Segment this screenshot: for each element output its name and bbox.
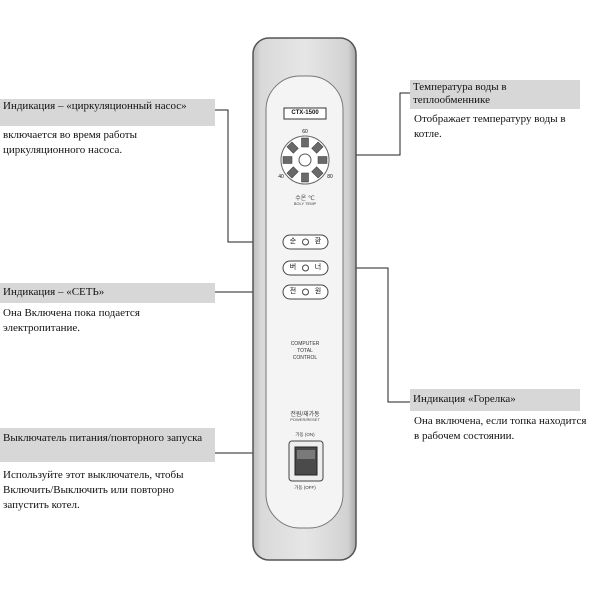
pump-indicator-label-right: 환 [314,238,322,245]
power-indicator-label-right: 원 [314,288,322,295]
temp-label-en: BOLY TEMP [293,201,317,206]
water-temp-callout-desc: Отображает температуру воды в котле. [414,113,566,140]
computer-total-control-label: COMPUTER TOTAL CONTROL [280,341,330,362]
power-indicator-callout-title: Индикация – «СЕТЬ» [0,283,215,303]
dial-label-left: 40 [278,174,284,180]
burner-callout-title: Индикация «Горелка» [410,389,580,411]
switch-on-label: 가동 (ON) [295,432,315,437]
switch-callout-desc: Используйте этот выключатель, чтобы Вклю… [3,469,184,511]
burner-indicator-label-left: 버 [289,264,297,271]
burner-indicator-label-right: 너 [314,264,322,271]
power-reset-label-en: POWER/RESET [290,417,320,422]
center-line-2: TOTAL [297,348,313,354]
panel-face [265,75,344,529]
switch-callout-title: Выключатель питания/повторного запуска [0,428,215,462]
power-indicator-label-left: 전 [289,288,297,295]
temp-leader [325,92,410,156]
dial-label-right: 80 [327,174,333,180]
center-line-1: COMPUTER [290,341,320,347]
power-indicator-callout-desc: Она Включена пока подается электропитани… [3,307,140,334]
pump-indicator-label-left: 순 [289,238,297,245]
pump-callout-desc: включается во время работы циркуляционно… [3,129,138,156]
model-label-box [283,107,327,120]
switch-off-label: 가동 (OFF) [294,485,316,490]
water-temp-callout-title: Температура воды в теплообменнике [410,80,580,109]
temp-label: 수온 ℃ [295,196,315,202]
model-label: CTX-1500 [291,110,319,116]
center-line-3: CONTROL [292,355,318,361]
power-reset-label-kr: 전원/재가동 [290,412,320,418]
temperature-dial [280,135,330,185]
burner-callout-desc: Она включена, если топка находится в раб… [414,415,587,442]
dial-label-top: 60 [302,129,308,135]
pump-callout-title: Индикация – «циркуляционный насос» [0,99,215,126]
